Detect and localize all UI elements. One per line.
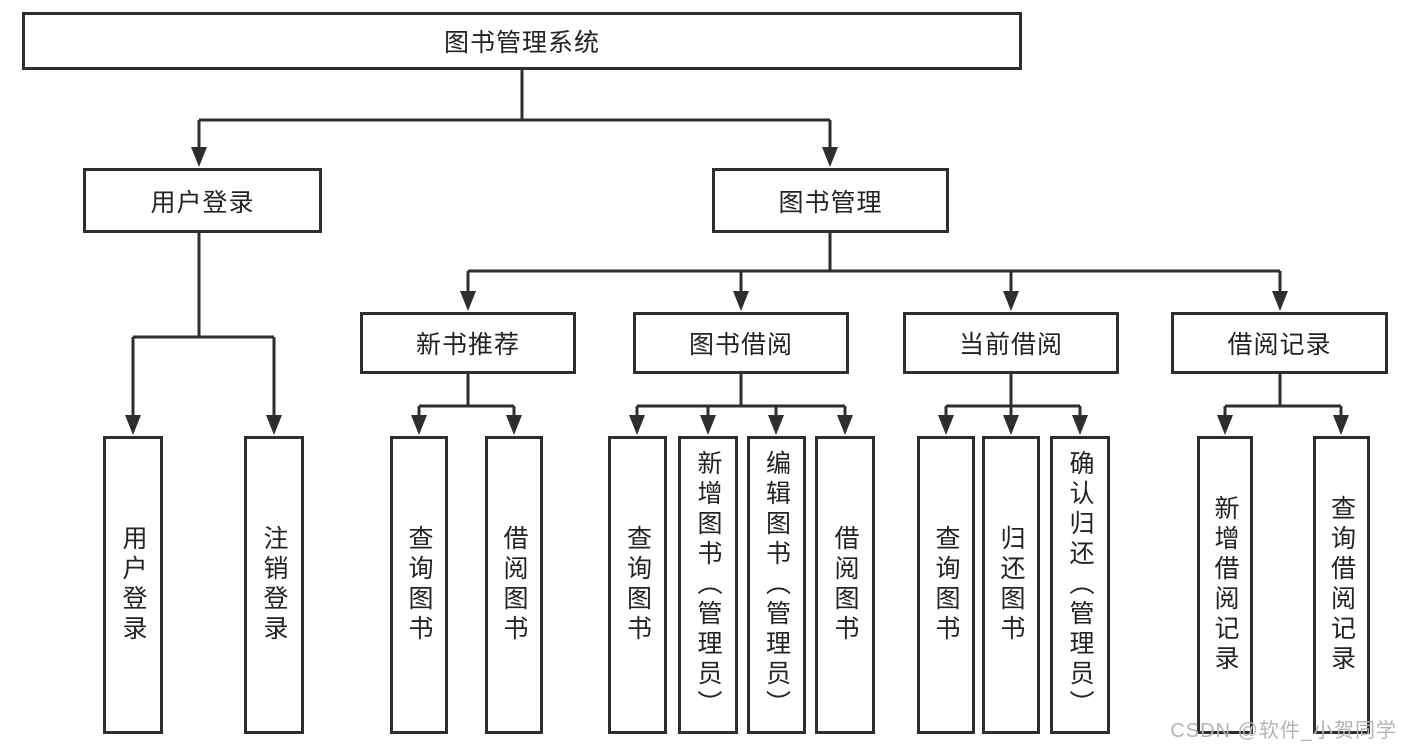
leaf-confirm-return-admin: 确认归还（管理员）	[1050, 436, 1110, 734]
leaf-add-books-admin: 新增图书（管理员）	[678, 436, 738, 734]
node-user-login: 用户登录	[83, 168, 322, 233]
leaf-return-books: 归还图书	[982, 436, 1040, 734]
node-label: 借阅图书	[500, 525, 528, 645]
node-label: 新书推荐	[415, 331, 520, 359]
leaf-query-books-recommend: 查询图书	[390, 436, 448, 734]
node-label: 查询图书	[405, 525, 433, 645]
node-new-book-recommendation: 新书推荐	[360, 312, 576, 374]
node-label: 当前借阅	[958, 331, 1063, 359]
leaf-query-books-current: 查询图书	[917, 436, 975, 734]
leaf-query-books-borrow: 查询图书	[608, 436, 667, 734]
arrowheads	[125, 147, 1349, 435]
node-label: 借阅图书	[831, 525, 859, 645]
node-label: 查询借阅记录	[1327, 495, 1356, 675]
node-label: 用户登录	[119, 525, 147, 645]
node-label: 归还图书	[997, 525, 1025, 645]
node-label: 图书借阅	[688, 331, 793, 359]
node-label: 注销登录	[260, 525, 288, 645]
node-label: 新增借阅记录	[1211, 495, 1239, 675]
node-root-system: 图书管理系统	[22, 12, 1022, 70]
leaf-borrow-books-recommend: 借阅图书	[485, 436, 543, 734]
csdn-watermark: CSDN @软件_小贺同学	[1170, 720, 1397, 742]
node-current-borrowing: 当前借阅	[903, 312, 1119, 374]
leaf-user-login: 用户登录	[103, 436, 163, 734]
node-book-borrowing: 图书借阅	[633, 312, 849, 374]
node-borrowing-records: 借阅记录	[1171, 312, 1388, 374]
node-label: 新增图书（管理员）	[694, 450, 722, 720]
leaf-edit-books-admin: 编辑图书（管理员）	[747, 436, 806, 734]
node-label: 查询图书	[932, 525, 960, 645]
leaf-borrow-books: 借阅图书	[815, 436, 875, 734]
node-label: 图书管理系统	[443, 29, 600, 57]
leaf-query-borrow-record: 查询借阅记录	[1313, 436, 1370, 734]
node-label: 确认归还（管理员）	[1066, 450, 1094, 720]
node-label: 查询图书	[623, 525, 652, 645]
node-label: 编辑图书（管理员）	[762, 450, 791, 720]
node-label: 用户登录	[150, 188, 255, 217]
node-book-management: 图书管理	[712, 168, 949, 233]
node-label: 图书管理	[778, 188, 883, 217]
leaf-add-borrow-record: 新增借阅记录	[1197, 436, 1253, 734]
node-label: 借阅记录	[1227, 331, 1332, 359]
leaf-logout: 注销登录	[244, 436, 304, 734]
